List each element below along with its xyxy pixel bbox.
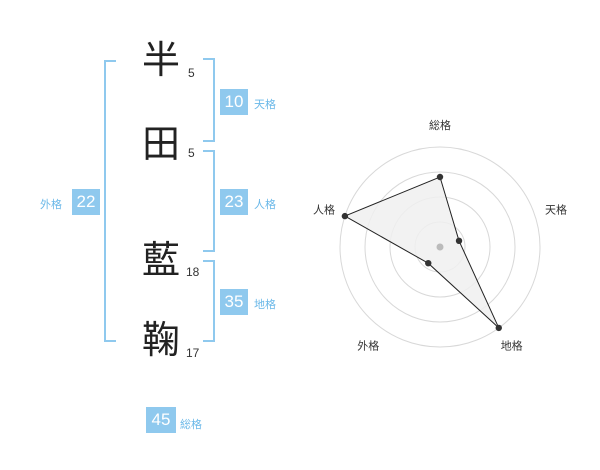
gaikaku-value-badge: 22 [72,189,100,215]
name-char-1: 半 [141,38,180,82]
radar-area [343,176,500,329]
radar-point-4 [425,259,432,267]
radar-ring-4 [339,146,541,348]
chikaku-value-badge: 35 [220,289,248,315]
gaikaku-bracket [104,60,116,342]
radar-point-1 [436,173,444,181]
stroke-count-3: 18 [186,265,200,279]
tenkaku-bracket [203,58,215,142]
radar-point-5 [341,212,349,220]
name-char-4: 鞠 [141,318,180,362]
chikaku-label: 地格 [254,298,276,311]
jinkaku-label: 人格 [254,198,276,211]
name-char-3: 藍 [141,238,180,282]
tenkaku-value-badge: 10 [220,89,248,115]
radar-ring-3 [364,171,516,323]
radar-axis-label-3: 地格 [501,339,523,353]
radar-center-dot [436,243,444,251]
radar-point-2 [455,237,463,245]
tenkaku-label: 天格 [254,98,276,111]
chikaku-bracket [203,260,215,342]
stroke-count-1: 5 [188,66,195,80]
stroke-count-4: 17 [186,346,200,360]
radar-axis-label-5: 人格 [313,202,335,216]
jinkaku-bracket [203,150,215,252]
stroke-count-2: 5 [188,146,195,160]
radar-axis-label-4: 外格 [357,339,379,353]
radar-point-3 [495,324,502,332]
radar-axis-label-2: 天格 [545,202,567,216]
gaikaku-label: 外格 [40,198,62,211]
name-char-2: 田 [141,122,180,166]
soukaku-label: 総格 [180,418,202,431]
jinkaku-value-badge: 23 [220,189,248,215]
radar-axis-label-1: 総格 [429,118,451,132]
soukaku-value-badge: 45 [146,407,176,433]
